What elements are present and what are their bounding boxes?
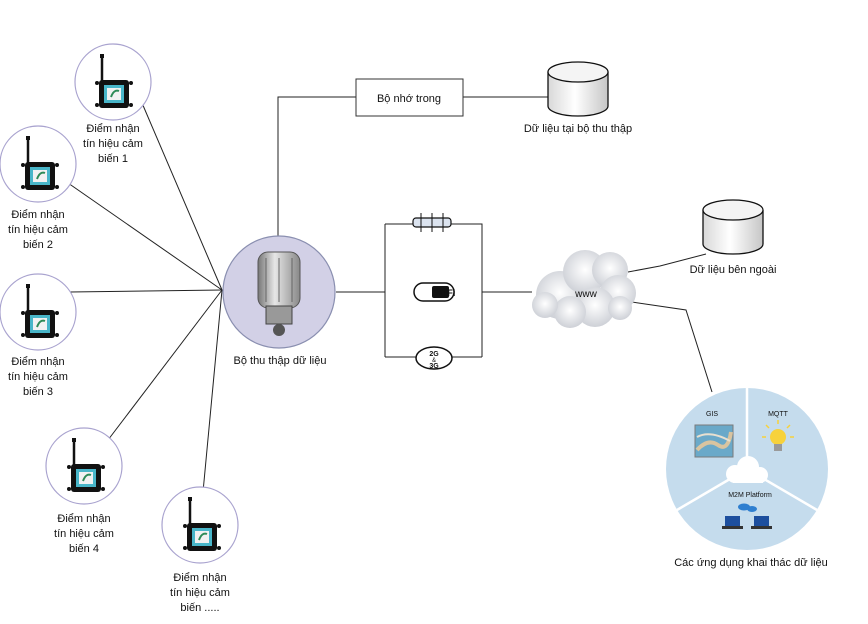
collector-device-icon xyxy=(257,251,301,336)
map-icon xyxy=(694,424,734,458)
m2m-label: M2M Platform xyxy=(728,492,772,499)
lightbulb-icon xyxy=(762,420,794,451)
sensor-node-2: Điểm nhận tín hiệu cảm biến 2 xyxy=(0,125,77,251)
cloud-label: www xyxy=(574,289,597,300)
external-database: Dữ liệu bên ngoài xyxy=(690,199,777,276)
cloud-icon xyxy=(726,456,768,483)
cellular-icon xyxy=(415,346,453,370)
sensor-node-1: Điểm nhận tín hiệu cảm biến 1 xyxy=(74,43,152,165)
local-database-label: Dữ liệu tại bộ thu thập xyxy=(524,123,632,135)
sensor-label-line: Điểm nhận xyxy=(11,356,64,368)
sensor-label-line: tín hiệu cảm xyxy=(8,224,68,236)
mqtt-label: MQTT xyxy=(768,411,789,418)
cellular-3g: 3G xyxy=(429,363,439,370)
external-database-label: Dữ liệu bên ngoài xyxy=(690,264,777,276)
internal-memory-label: Bộ nhớ trong xyxy=(377,93,441,105)
wifi-label: Wi Fi xyxy=(434,288,455,298)
applications-caption: Các ứng dụng khai thác dữ liệu xyxy=(674,557,828,569)
sensor-label-line: biến 4 xyxy=(69,543,99,555)
cellular-and: & xyxy=(432,358,436,364)
sensor-label-line: tín hiệu cảm xyxy=(83,138,143,150)
sensor-label-line: biến 1 xyxy=(98,153,128,165)
sensor-label-line: tín hiệu cảm xyxy=(8,371,68,383)
internet-cloud: www xyxy=(532,250,636,328)
local-database: Dữ liệu tại bộ thu thập xyxy=(524,61,632,135)
gis-label: GIS xyxy=(706,411,718,418)
collector-links xyxy=(277,96,713,393)
sensor-label-line: Điểm nhận xyxy=(57,513,110,525)
sensor-label-line: biến 2 xyxy=(23,239,53,251)
sensor-links xyxy=(67,102,223,493)
sensor-label-line: biến 3 xyxy=(23,386,53,398)
data-collector: Bộ thu thập dữ liệu xyxy=(222,235,336,367)
sensor-node-5: Điểm nhận tín hiệu cảm biến ..... xyxy=(161,486,239,614)
sensor-label-line: tín hiệu cảm xyxy=(170,587,230,599)
internal-memory-box xyxy=(355,78,464,117)
sensor-label-line: tín hiệu cảm xyxy=(54,528,114,540)
cloud-icon xyxy=(532,250,636,328)
sensor-label-line: biến ..... xyxy=(180,602,219,614)
sensor-node-3: Điểm nhận tín hiệu cảm biến 3 xyxy=(0,273,77,398)
sensor-label-line: Điểm nhận xyxy=(11,209,64,221)
applications: GIS MQTT M2M Platform xyxy=(666,388,828,569)
cellular-connection: 2G & 3G xyxy=(415,346,453,370)
wired-connection xyxy=(412,213,452,232)
cellular-2g: 2G xyxy=(429,351,439,358)
sensor-node-4: Điểm nhận tín hiệu cảm biến 4 xyxy=(45,427,123,555)
collector-label: Bộ thu thập dữ liệu xyxy=(234,355,327,367)
database-icon xyxy=(702,199,764,255)
sensor-label-line: Điểm nhận xyxy=(86,123,139,135)
database-icon xyxy=(547,61,609,117)
computers-icon xyxy=(722,503,772,529)
internal-memory: Bộ nhớ trong xyxy=(355,78,464,117)
wifi-connection: Wi Fi xyxy=(413,282,455,302)
sensor-label-line: Điểm nhận xyxy=(173,572,226,584)
